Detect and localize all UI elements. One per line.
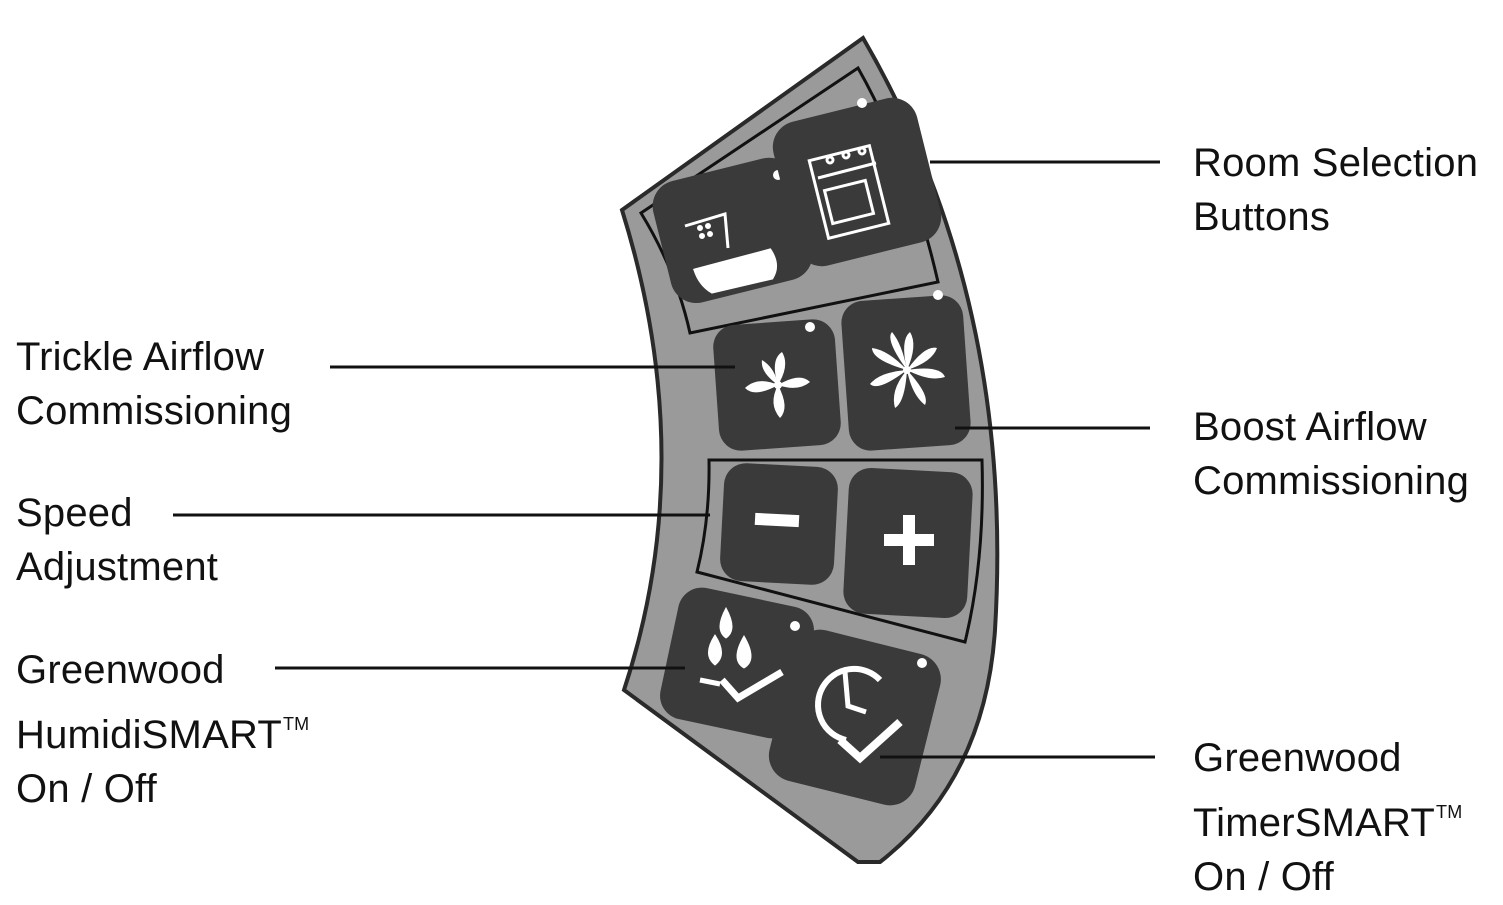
plus-button[interactable]: [842, 467, 973, 619]
indicator-led: [790, 621, 800, 631]
trickle-fan-icon: [745, 352, 810, 418]
humidity-button[interactable]: [656, 583, 819, 743]
plus-icon: [884, 515, 934, 565]
trickle-airflow-label: Trickle Airflow Commissioning: [16, 335, 293, 433]
minus-icon: [754, 512, 800, 528]
timer-button[interactable]: [763, 624, 946, 811]
bathroom-button[interactable]: [647, 152, 818, 308]
room-selection-label: Room Selection Buttons: [1193, 141, 1479, 239]
speed-group-outline: [695, 458, 984, 644]
indicator-led: [857, 98, 867, 108]
boost-button[interactable]: [840, 290, 972, 452]
kitchen-icon: [807, 143, 891, 241]
trickle-button[interactable]: [712, 318, 842, 452]
humidismart-label: Greenwood HumidiSMARTTM On / Off: [16, 648, 310, 811]
speed-adjustment-label: Speed Adjustment: [16, 491, 219, 589]
bathroom-icon: [684, 212, 777, 294]
timersmart-label: Greenwood TimerSMARTTM On / Off: [1193, 736, 1463, 899]
boost-airflow-label: Boost Airflow Commissioning: [1193, 405, 1470, 503]
boost-fan-icon: [870, 332, 945, 408]
humidity-icon: [699, 606, 784, 703]
leader-lines: [173, 160, 1160, 759]
timer-icon: [815, 665, 903, 764]
minus-button[interactable]: [719, 462, 839, 586]
kitchen-button[interactable]: [767, 92, 946, 271]
indicator-led: [805, 322, 815, 332]
indicator-led: [917, 658, 927, 668]
indicator-led: [933, 290, 943, 300]
